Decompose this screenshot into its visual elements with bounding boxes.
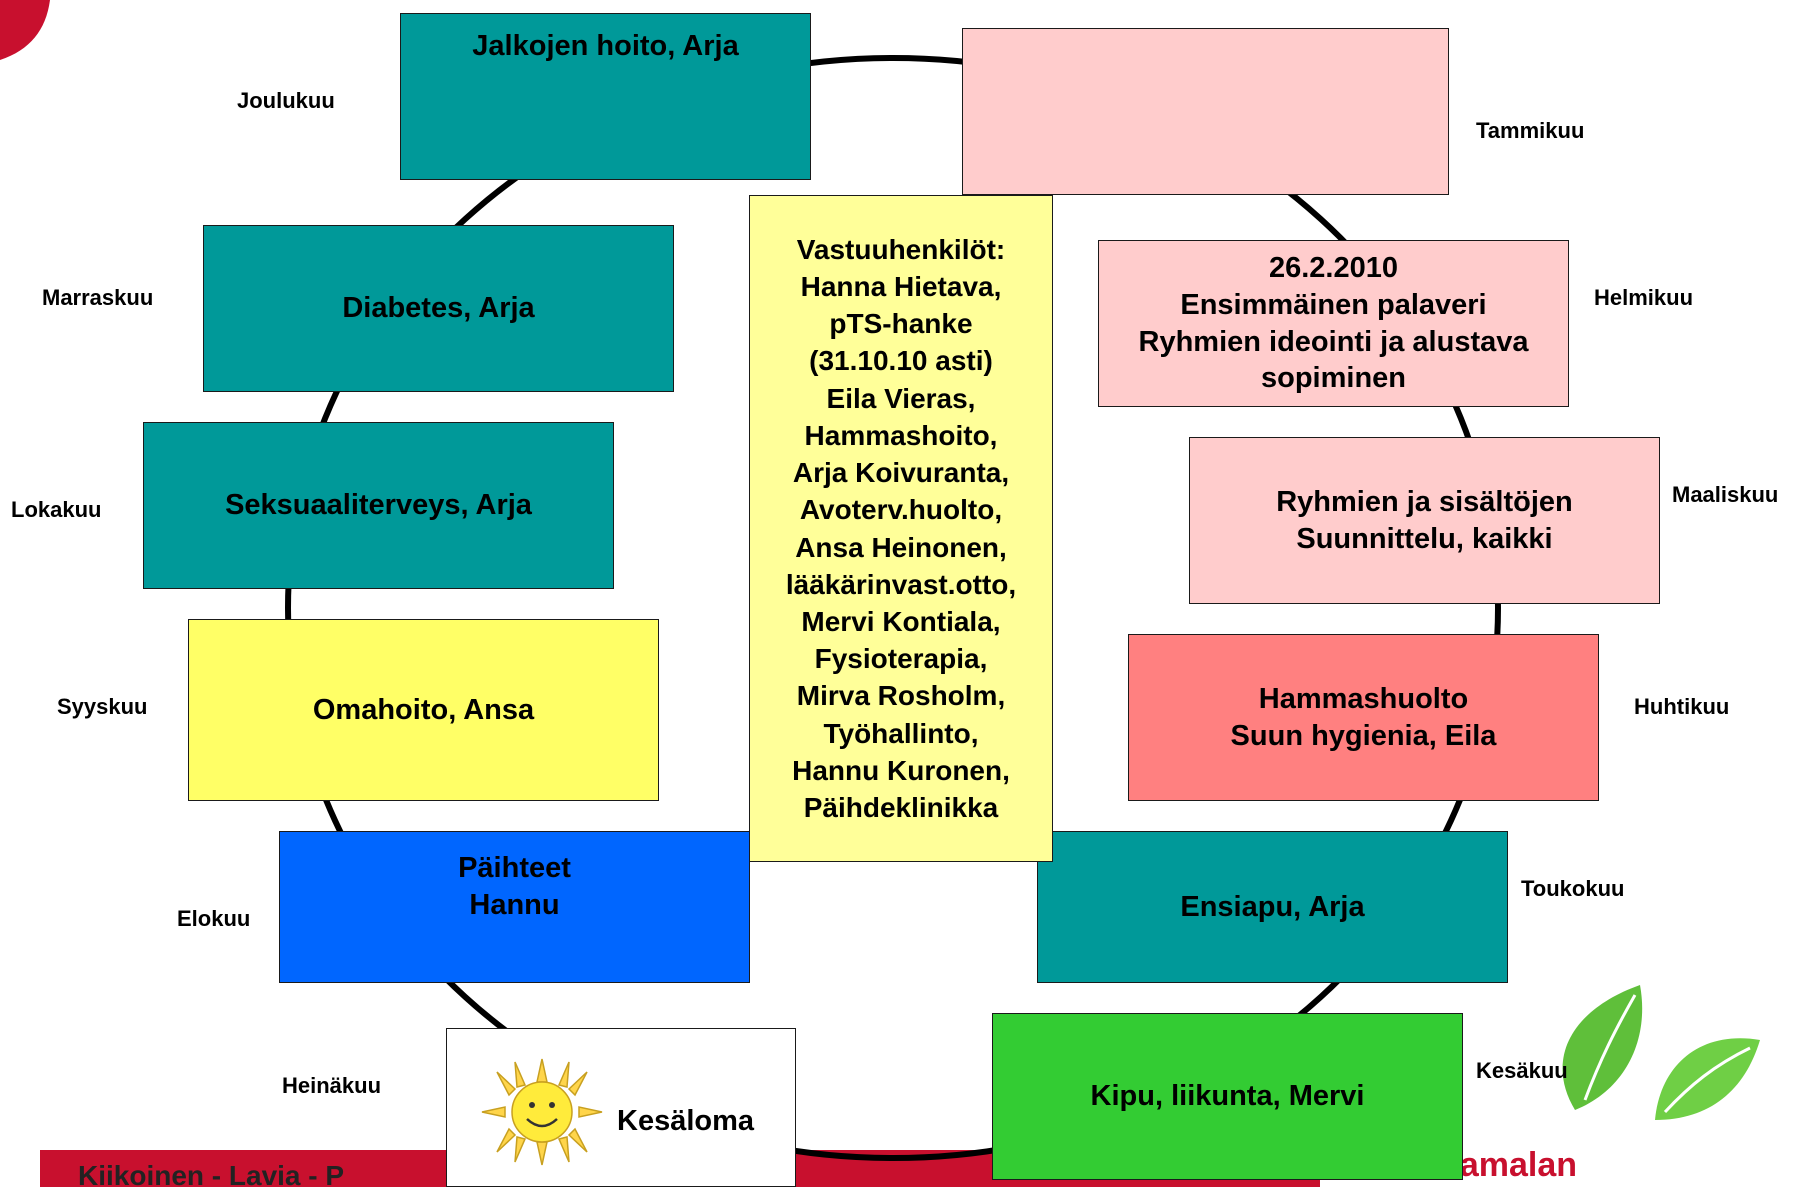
box-lokakuu: Seksuaaliterveys, Arja bbox=[143, 422, 614, 589]
box-joulukuu-text: Jalkojen hoito, Arja bbox=[472, 30, 739, 63]
month-label-tammikuu: Tammikuu bbox=[1476, 118, 1585, 143]
cycle-ring bbox=[285, 55, 1501, 1161]
box-syyskuu-text: Omahoito, Ansa bbox=[312, 693, 535, 726]
box-kesakuu-text: Kipu, liikunta, Mervi bbox=[1090, 1080, 1365, 1113]
month-label-maaliskuu: Maaliskuu bbox=[1672, 482, 1779, 507]
box-toukokuu: Ensiapu, Arja bbox=[1037, 831, 1508, 983]
sun-icon bbox=[481, 1058, 603, 1166]
box-maaliskuu: Ryhmien ja sisältöjen Suunnittelu, kaikk… bbox=[1189, 437, 1660, 604]
box-heinakuu-text: Kesäloma bbox=[617, 1105, 755, 1137]
box-marraskuu: Diabetes, Arja bbox=[203, 225, 674, 392]
month-label-syyskuu: Syyskuu bbox=[57, 694, 148, 719]
box-huhtikuu-text: Hammashuolto Suun hygienia, Eila bbox=[1230, 682, 1497, 752]
box-tammikuu bbox=[962, 28, 1449, 195]
responsible-persons-box: Vastuuhenkilöt: Hanna Hietava, pTS-hanke… bbox=[749, 195, 1053, 862]
footer-partial-text: Kiikoinen - Lavia - P bbox=[78, 1160, 345, 1191]
leaf-logo-icon bbox=[1562, 985, 1760, 1120]
box-toukokuu-text: Ensiapu, Arja bbox=[1180, 890, 1365, 923]
month-label-toukokuu: Toukokuu bbox=[1521, 876, 1625, 901]
box-heinakuu: Kesäloma bbox=[446, 1028, 796, 1187]
box-joulukuu: Jalkojen hoito, Arja bbox=[400, 13, 811, 180]
box-lokakuu-text: Seksuaaliterveys, Arja bbox=[225, 489, 532, 522]
box-maaliskuu-text: Ryhmien ja sisältöjen Suunnittelu, kaikk… bbox=[1276, 485, 1573, 555]
month-label-huhtikuu: Huhtikuu bbox=[1634, 694, 1730, 719]
box-marraskuu-text: Diabetes, Arja bbox=[342, 292, 535, 325]
box-huhtikuu: Hammashuolto Suun hygienia, Eila bbox=[1128, 634, 1599, 801]
month-label-elokuu: Elokuu bbox=[177, 906, 251, 931]
box-helmikuu-text: 26.2.2010 Ensimmäinen palaveri Ryhmien i… bbox=[1138, 251, 1529, 395]
box-syyskuu: Omahoito, Ansa bbox=[188, 619, 659, 801]
month-label-marraskuu: Marraskuu bbox=[42, 285, 154, 310]
box-helmikuu: 26.2.2010 Ensimmäinen palaveri Ryhmien i… bbox=[1098, 240, 1569, 407]
month-label-joulukuu: Joulukuu bbox=[237, 88, 335, 113]
month-label-kesakuu: Kesäkuu bbox=[1476, 1058, 1568, 1083]
box-kesakuu: Kipu, liikunta, Mervi bbox=[992, 1013, 1463, 1180]
month-label-heinakuu: Heinäkuu bbox=[282, 1073, 382, 1098]
responsible-persons-text: Vastuuhenkilöt: Hanna Hietava, pTS-hanke… bbox=[785, 233, 1017, 824]
month-label-lokakuu: Lokakuu bbox=[11, 497, 102, 522]
corner-logo-icon bbox=[0, 0, 50, 60]
box-elokuu: Päihteet Hannu bbox=[279, 831, 750, 983]
month-label-helmikuu: Helmikuu bbox=[1594, 285, 1694, 310]
box-elokuu-text: Päihteet Hannu bbox=[458, 852, 571, 921]
